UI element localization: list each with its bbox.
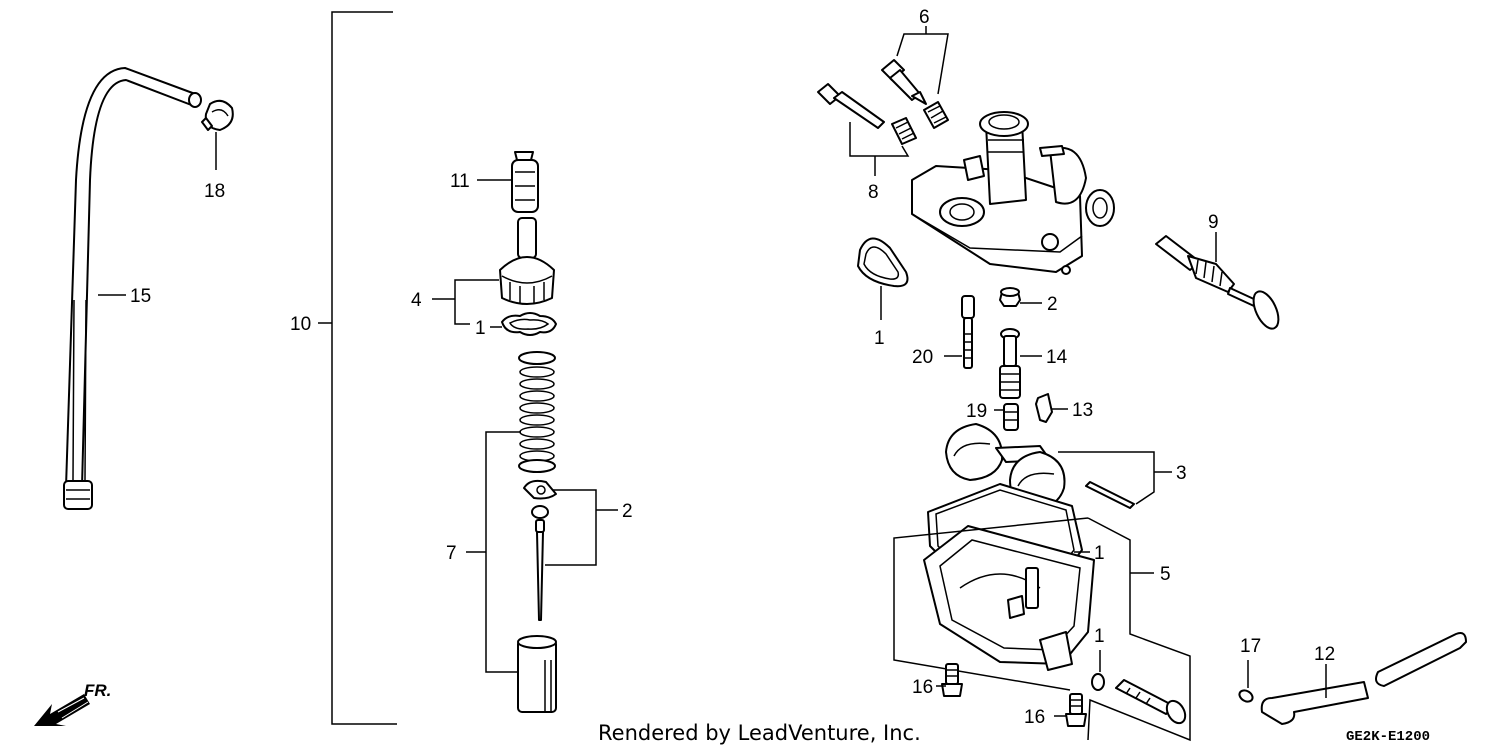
bowl-screw-bottom-part [1065, 693, 1087, 727]
drain-oring-part [1091, 673, 1105, 691]
bracket-7 [485, 431, 521, 673]
bowl-screw-left-part [941, 663, 963, 697]
throttle-spring-part [518, 351, 556, 473]
callout-17: 17 [1240, 636, 1261, 657]
callout-11: 11 [450, 171, 470, 192]
group-bracket-10 [331, 11, 397, 725]
diagram-code: GE2K-E1200 [1346, 729, 1430, 745]
callout-16-left: 16 [912, 677, 933, 698]
stop-screw-spring-part [891, 117, 917, 145]
bracket-2-needle [545, 489, 597, 566]
callout-10: 10 [290, 314, 311, 335]
callout-8: 8 [868, 182, 879, 203]
needle-jet-holder-part [999, 287, 1021, 307]
drain-screw-part [1115, 679, 1187, 725]
float-chamber-part [923, 525, 1095, 671]
pilot-screw-part [881, 59, 927, 105]
float-valve-part [1035, 393, 1053, 423]
needle-retainer-part [531, 505, 549, 519]
callout-1-drain: 1 [1094, 626, 1105, 647]
callout-5: 5 [1160, 564, 1171, 585]
hose-clip-part [201, 99, 234, 131]
slow-jet-part [961, 295, 975, 369]
main-jet-part [1003, 403, 1019, 431]
callout-7: 7 [446, 543, 457, 564]
carburetor-body-part [911, 111, 1115, 275]
throttle-stop-screw-part [817, 83, 885, 129]
throttle-valve-part [517, 635, 557, 713]
bracket-8 [849, 122, 910, 157]
callout-1-flange: 1 [874, 328, 885, 349]
callout-4: 4 [411, 290, 422, 311]
needle-clip-part [523, 479, 557, 500]
callout-16-bottom: 16 [1024, 707, 1045, 728]
top-cap-part [499, 217, 555, 305]
render-credit: Rendered by LeadVenture, Inc. [598, 721, 921, 745]
overflow-tube-part [1260, 632, 1467, 725]
callout-14: 14 [1046, 347, 1068, 368]
callout-19: 19 [966, 401, 987, 422]
callout-2-jet: 2 [1047, 294, 1058, 315]
front-direction-arrow-icon [34, 694, 90, 726]
fuel-tube-part [63, 67, 202, 510]
callout-9: 9 [1208, 212, 1219, 233]
bracket-5 [893, 517, 1191, 742]
needle-jet-part [999, 328, 1021, 399]
callout-20: 20 [912, 347, 933, 368]
callout-2-needle: 2 [622, 501, 633, 522]
callout-13: 13 [1072, 400, 1093, 421]
callout-3: 3 [1176, 463, 1187, 484]
callout-12: 12 [1314, 644, 1335, 665]
cable-boot-part [511, 151, 539, 213]
callout-6: 6 [919, 7, 930, 28]
jet-needle-part [535, 519, 545, 621]
pilot-spring-part [923, 101, 949, 129]
callout-1-bowl: 1 [1094, 543, 1105, 564]
choke-plunger-part [1155, 235, 1280, 330]
callout-15: 15 [130, 286, 151, 307]
hose-clip-small-part [1238, 689, 1254, 703]
callout-1-cap: 1 [475, 318, 486, 339]
bracket-4 [454, 279, 499, 325]
callout-18: 18 [204, 181, 225, 202]
cap-gasket-part [501, 312, 557, 336]
front-direction-label: FR. [84, 681, 111, 700]
flange-oring-part [857, 237, 909, 288]
